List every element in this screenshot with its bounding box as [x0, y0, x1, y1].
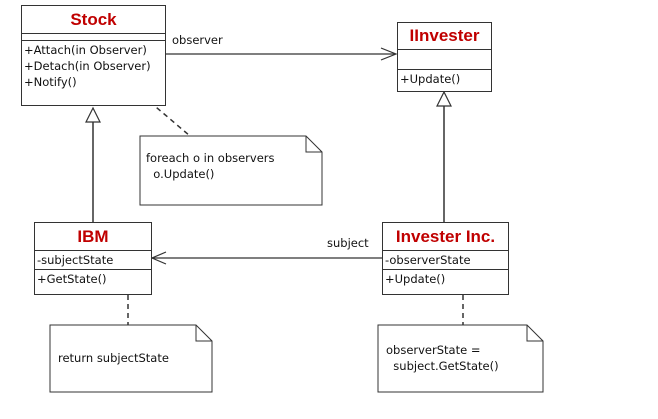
class-iinvester-name: IInvester — [398, 23, 491, 50]
ibm-attribute-subjectstate: -subjectState — [37, 253, 114, 267]
observer-association-label: observer — [172, 33, 223, 47]
subject-association-label: subject — [327, 236, 369, 250]
class-iinvester-attributes — [398, 50, 491, 70]
invester-generalization-arrowhead — [436, 90, 452, 107]
class-iinvester-operations: +Update() — [398, 70, 491, 88]
invester-inc-attribute-observerstate: -observerState — [385, 253, 471, 267]
class-ibm-operations: +GetState() — [35, 270, 151, 288]
ibm-operation-getstate: +GetState() — [37, 272, 107, 286]
invester-inc-operation-update: +Update() — [385, 272, 446, 286]
class-ibm[interactable]: IBM -subjectState +GetState() — [34, 222, 152, 295]
update-note-shape — [377, 324, 544, 393]
update-note-text: observerState = subject.GetState() — [386, 343, 499, 373]
stock-operation-attach: +Attach(in Observer) — [24, 43, 147, 57]
class-stock-operations: +Attach(in Observer) +Detach(in Observer… — [22, 41, 165, 91]
class-invester-inc-attributes: -observerState — [383, 251, 508, 270]
class-iinvester[interactable]: IInvester +Update() — [397, 22, 492, 92]
class-ibm-attributes: -subjectState — [35, 251, 151, 270]
stock-operation-notify: +Notify() — [24, 75, 77, 89]
getstate-note-text: return subjectState — [58, 351, 169, 365]
class-ibm-name: IBM — [35, 223, 151, 251]
class-invester-inc-name: Invester Inc. — [383, 223, 508, 251]
ibm-generalization-arrowhead — [85, 106, 101, 123]
subject-association-arrowhead — [150, 251, 167, 265]
class-stock[interactable]: Stock +Attach(in Observer) +Detach(in Ob… — [21, 5, 166, 106]
getstate-note-shape — [49, 324, 213, 393]
notify-note-text: foreach o in observers o.Update() — [146, 151, 275, 181]
iinvester-operation-update: +Update() — [400, 72, 461, 86]
class-invester-inc[interactable]: Invester Inc. -observerState +Update() — [382, 222, 509, 295]
observer-association-arrowhead — [380, 47, 398, 61]
class-stock-name: Stock — [22, 6, 165, 34]
class-stock-attributes — [22, 34, 165, 41]
class-invester-inc-operations: +Update() — [383, 270, 508, 288]
stock-operation-detach: +Detach(in Observer) — [24, 59, 151, 73]
notify-note-shape — [139, 135, 323, 206]
